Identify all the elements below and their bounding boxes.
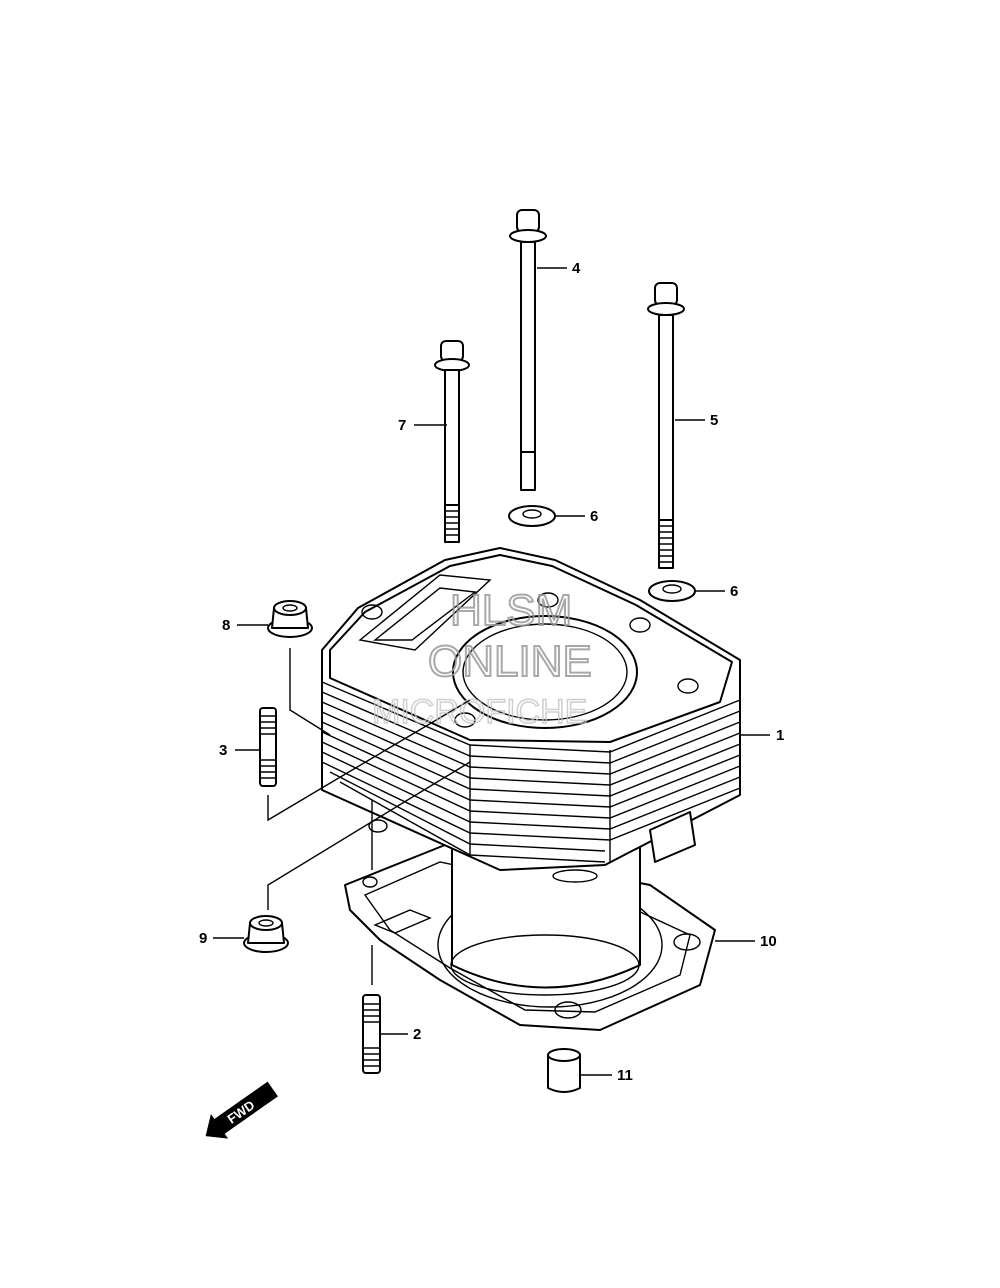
part-6-washer-a: [508, 505, 556, 527]
part-7-bolt: [434, 340, 470, 543]
callout-4: 4: [572, 260, 581, 277]
part-2-stud: [362, 994, 381, 1074]
callout-labels: 1 2 3 4 5 6 6 7 8 9 10 11: [199, 260, 784, 1084]
part-1-cylinder: [321, 547, 741, 883]
callout-11: 11: [617, 1067, 633, 1084]
part-9-nut: [243, 915, 289, 953]
watermark-line-3: MICROFICHE: [372, 693, 587, 731]
callout-6b: 6: [730, 583, 738, 600]
part-5-bolt: [647, 282, 685, 569]
assembly-guide-lines: [267, 648, 471, 985]
callout-5: 5: [710, 412, 718, 429]
part-3-stud: [259, 707, 277, 787]
callout-1: 1: [776, 727, 784, 744]
callout-7: 7: [398, 417, 406, 434]
fwd-arrow-icon: FWD: [205, 1081, 278, 1139]
watermark: HLSM ONLINE MICROFICHE: [371, 585, 593, 732]
part-6-washer-b: [648, 580, 696, 602]
watermark-line-1: HLSM: [450, 586, 572, 635]
callout-2: 2: [413, 1026, 421, 1043]
callout-6a: 6: [590, 508, 598, 525]
part-4-bolt: [509, 209, 547, 491]
callout-9: 9: [199, 930, 207, 947]
leader-lines: [213, 267, 770, 1076]
part-11-dowel: [547, 1048, 581, 1093]
callout-3: 3: [219, 742, 227, 759]
watermark-line-2: ONLINE: [428, 637, 592, 686]
part-8-nut: [267, 600, 313, 638]
callout-8: 8: [222, 617, 230, 634]
callout-10: 10: [760, 933, 777, 950]
